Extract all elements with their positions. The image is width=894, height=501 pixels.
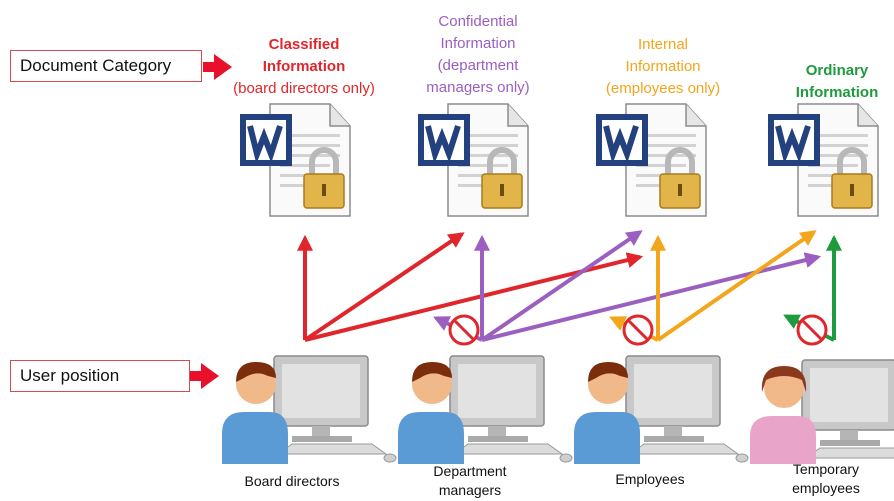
user-board-directors-icon: [222, 355, 397, 464]
document-classified-icon: [240, 104, 350, 216]
user-name-temp: Temporary employees: [792, 461, 860, 496]
category-title-confidential: Confidential Information (department man…: [426, 13, 530, 96]
user-name-employees: Employees: [615, 471, 685, 487]
no-access-icon-employees: [622, 314, 654, 346]
document-ordinary-icon: [768, 104, 878, 216]
document-confidential-icon: [418, 104, 528, 216]
arrows-department-managers: [433, 230, 822, 342]
category-title-classified: Classified Information (board directors …: [233, 36, 375, 97]
pointer-arrow-document: [203, 54, 232, 80]
no-access-icon-dept: [448, 314, 480, 346]
category-title-ordinary: Ordinary Information: [795, 62, 879, 101]
user-position-label: User position: [10, 360, 190, 392]
no-access-icon-temp: [796, 314, 828, 346]
user-name-dept: Department managers: [433, 463, 507, 498]
user-department-managers-icon: [398, 355, 573, 464]
user-employees-icon: [574, 355, 749, 464]
document-category-label: Document Category: [10, 50, 202, 82]
user-temporary-employees-icon: [750, 359, 894, 467]
user-name-board: Board directors: [244, 473, 340, 489]
category-title-internal: Internal Information (employees only): [605, 36, 721, 97]
document-internal-icon: [596, 104, 706, 216]
pointer-arrow-user: [190, 363, 219, 389]
